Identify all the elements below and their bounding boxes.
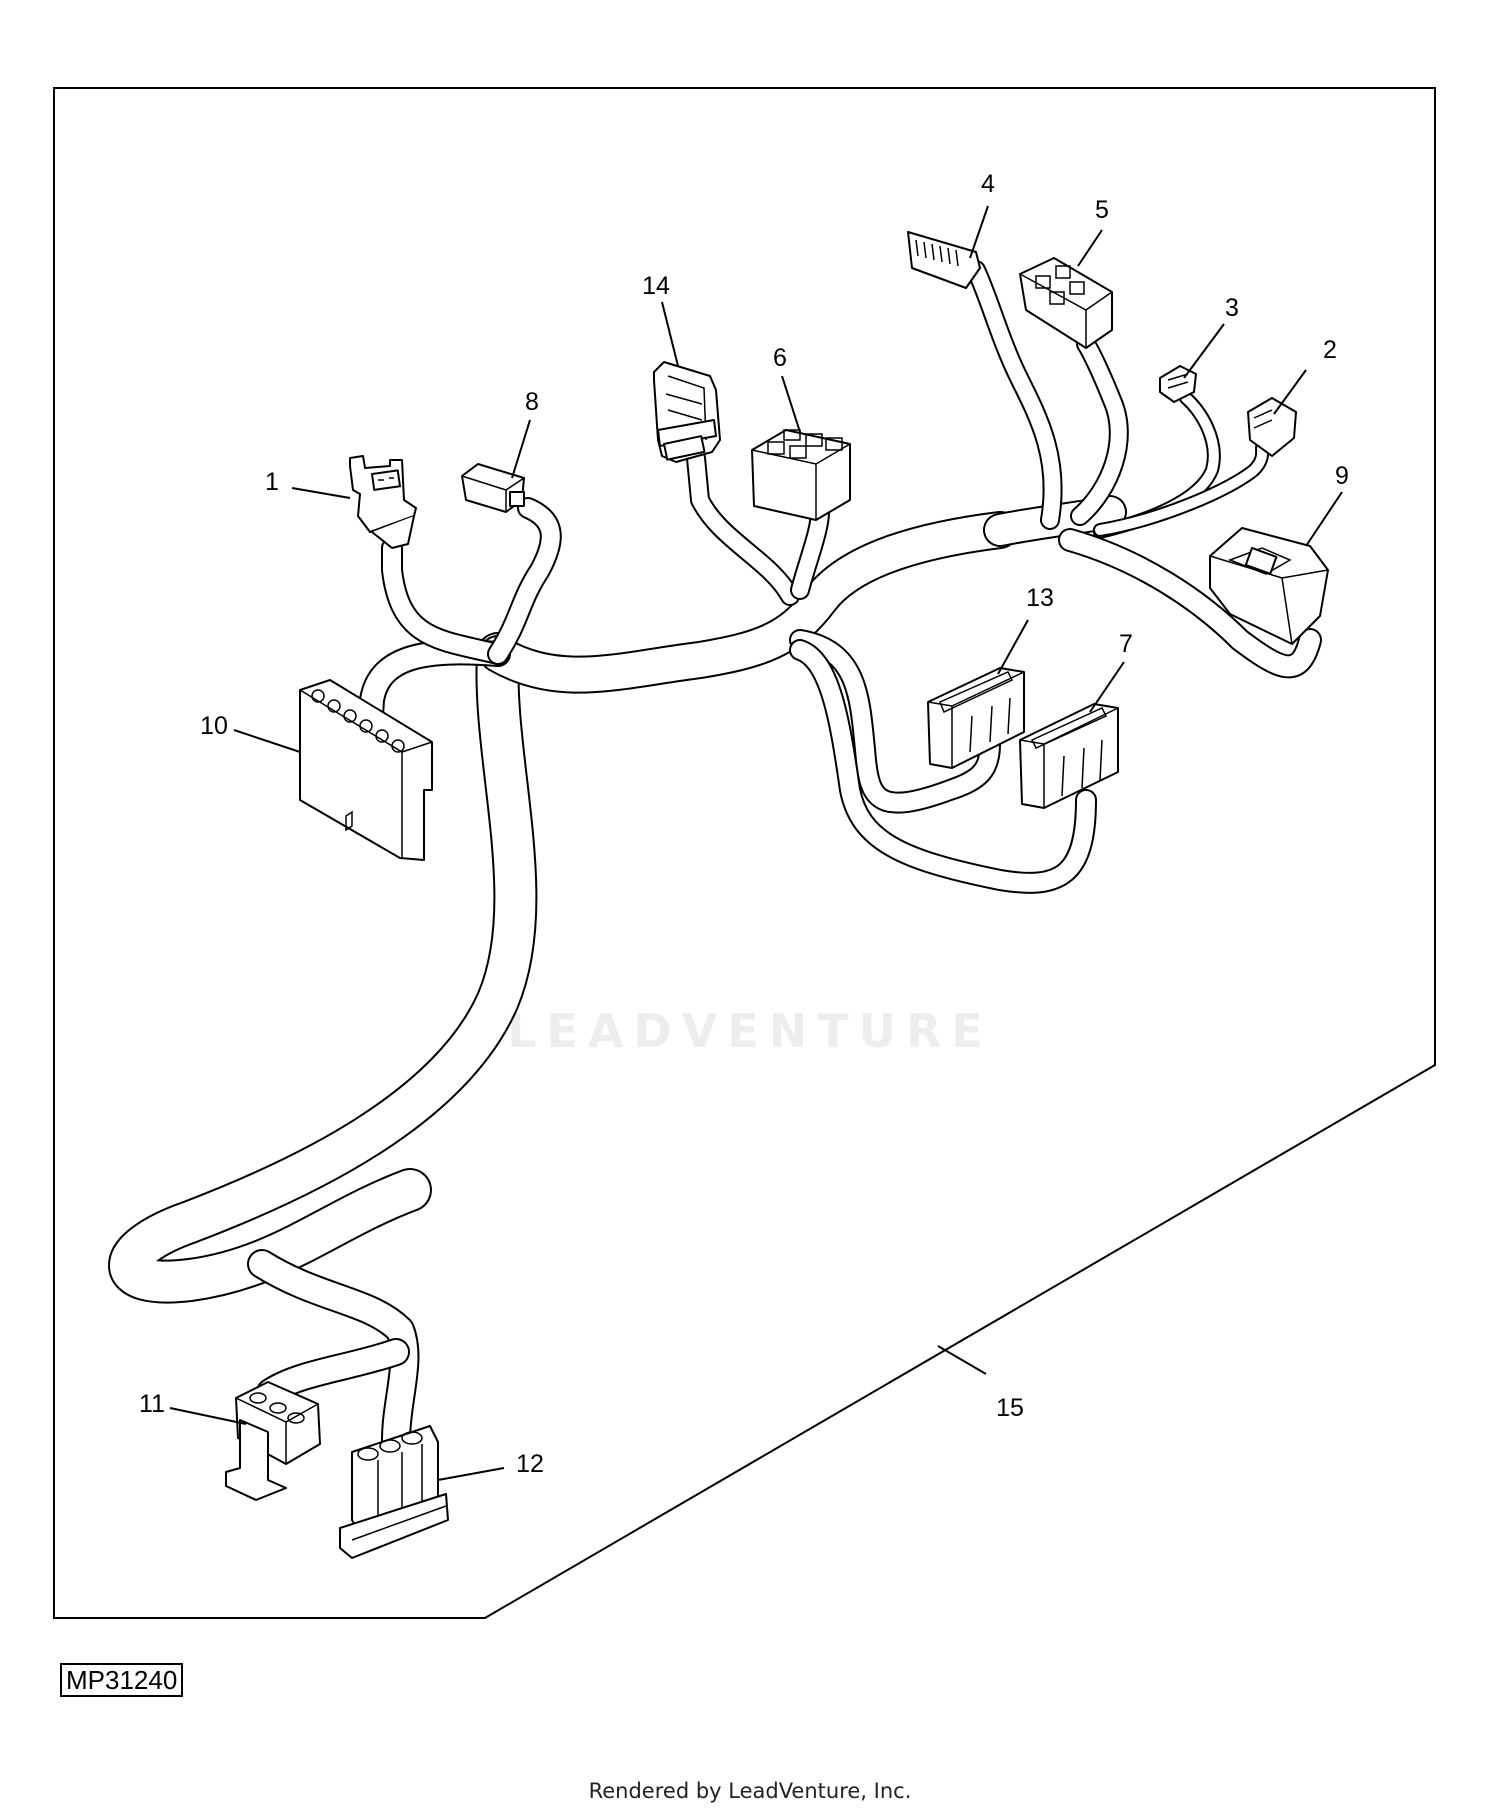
branch-to-9 [1060,530,1320,677]
branch-to-8 [489,499,560,663]
connector-2 [1247,397,1297,457]
branch-to-1 [383,539,507,663]
callout-9: 9 [1335,462,1349,490]
callout-14: 14 [642,272,670,300]
connector-8 [461,463,525,513]
right-trunk [481,513,1017,692]
branch-to-2 [1095,443,1268,535]
branch-to-4 [968,262,1061,528]
callout-4: 4 [981,170,995,198]
leader-lines [169,205,1343,1481]
callout-6: 6 [773,344,787,372]
main-trunk [110,634,536,1302]
connector-12 [339,1425,449,1559]
harness-boundary-frame [53,87,1436,1619]
branch-to-11 [258,1340,408,1404]
connector-7 [1019,703,1119,809]
connector-1 [349,455,417,549]
callout-2: 2 [1323,336,1337,364]
connector-9 [1209,527,1329,645]
harness-wires [108,260,1322,1455]
figure-id-label: MP31240 [60,1663,184,1697]
connector-6 [751,429,851,521]
connector-14 [653,361,721,463]
callout-8: 8 [525,388,539,416]
callout-1: 1 [265,468,279,496]
connector-5 [1019,257,1113,349]
connector-11 [225,1381,321,1501]
callout-7: 7 [1119,630,1133,658]
callout-5: 5 [1095,196,1109,224]
branch-to-13 [791,631,999,812]
branch-to-5 [1072,336,1127,524]
branch-to-7 [791,641,1095,892]
branch-to-14 [688,450,798,604]
watermark-text: LEADVENTURE [507,1004,993,1058]
connector-4 [907,231,981,289]
callout-15: 15 [996,1394,1024,1422]
footer-credit: Rendered by LeadVenture, Inc. [588,1779,912,1803]
connector-10 [299,679,433,861]
branch-to-12 [249,1251,418,1453]
callout-labels: 1 2 3 4 5 6 7 8 9 10 11 12 13 14 15 [139,170,1349,1478]
callout-13: 13 [1026,584,1054,612]
callout-12: 12 [516,1450,544,1478]
callout-11: 11 [139,1390,165,1418]
callout-3: 3 [1225,294,1239,322]
callout-10: 10 [200,712,228,740]
connector-13 [927,667,1025,769]
